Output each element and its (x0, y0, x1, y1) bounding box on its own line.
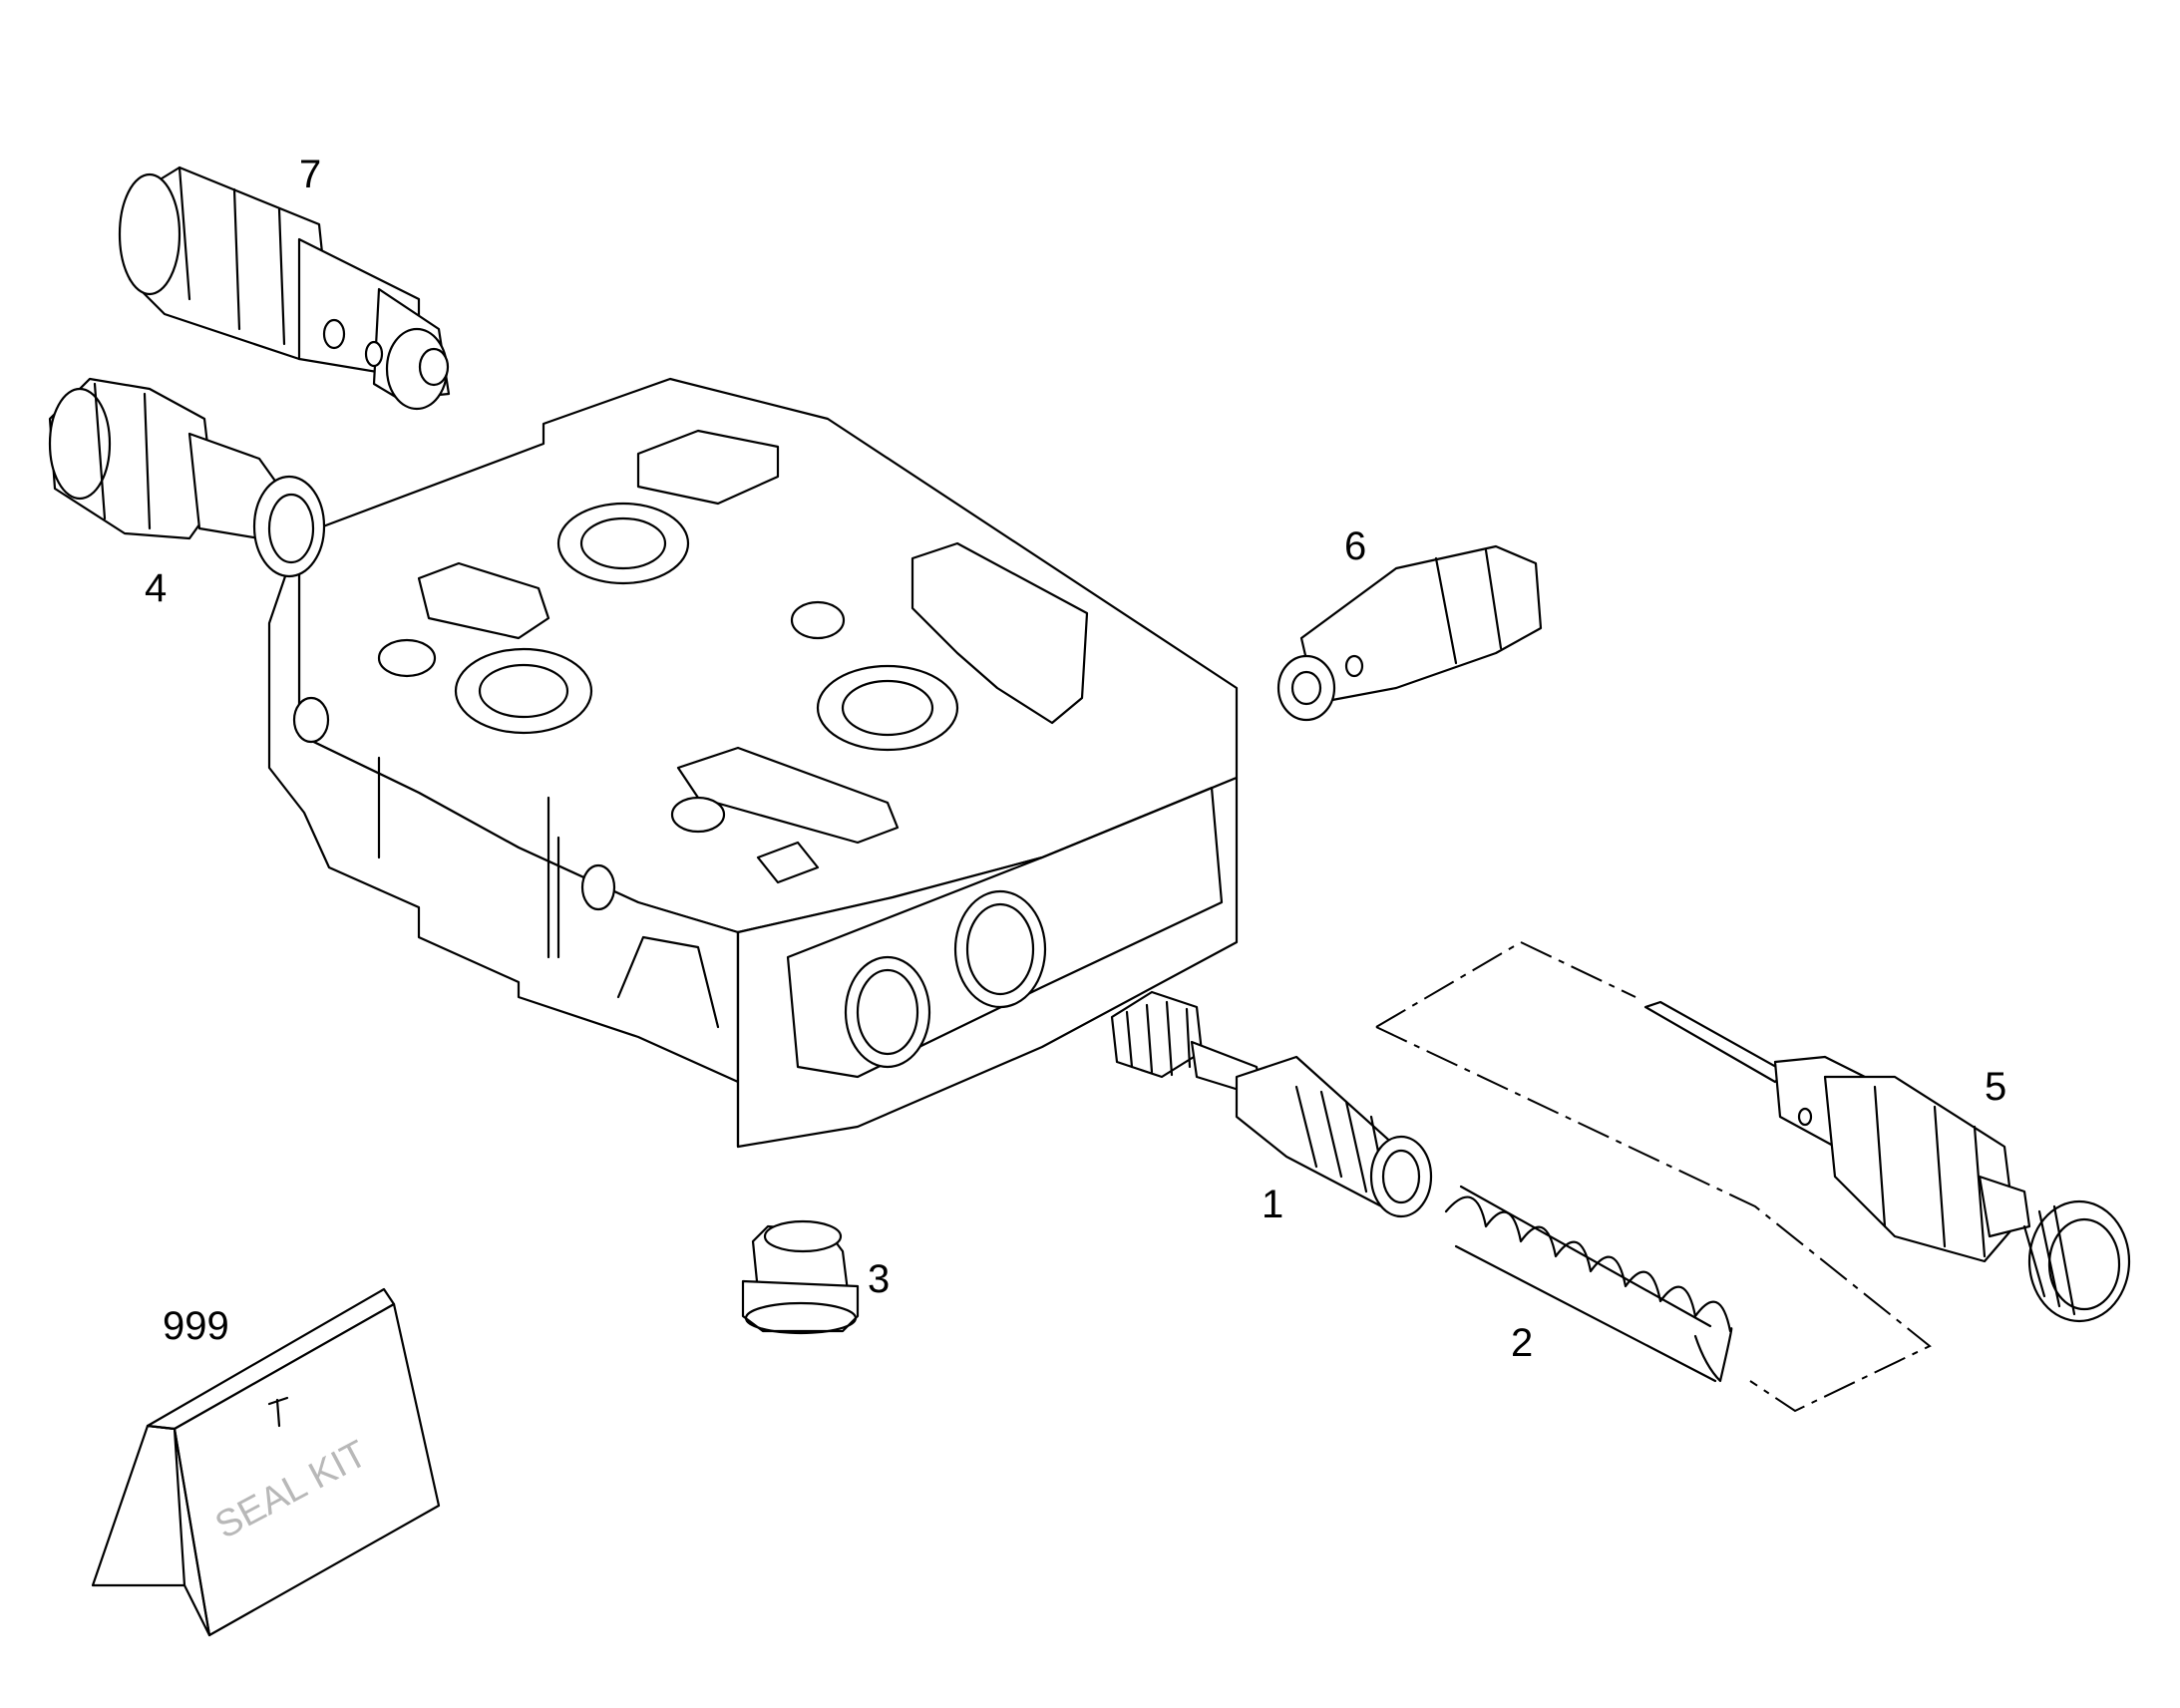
part-4-check-valve (48, 377, 326, 578)
callout-part-6: 6 (1344, 524, 1367, 568)
callout-part-999: 999 (163, 1304, 229, 1348)
part-2-spring (1444, 1185, 1733, 1383)
callout-part-2: 2 (1511, 1321, 1534, 1365)
part-999-seal-kit (91, 1287, 441, 1637)
callout-part-5: 5 (1985, 1065, 2007, 1109)
callout-part-3: 3 (868, 1257, 891, 1301)
callout-part-4: 4 (145, 566, 168, 610)
part-1-spool (1110, 990, 1433, 1218)
callout-part-7: 7 (299, 153, 322, 196)
part-5-actuator (1375, 941, 2131, 1413)
part-7-cartridge-valve (118, 166, 451, 411)
part-6-relief-cartridge (1276, 544, 1543, 722)
callout-part-1: 1 (1262, 1183, 1284, 1226)
part-3-plug (741, 1219, 860, 1335)
valve-housing (267, 377, 1239, 1149)
